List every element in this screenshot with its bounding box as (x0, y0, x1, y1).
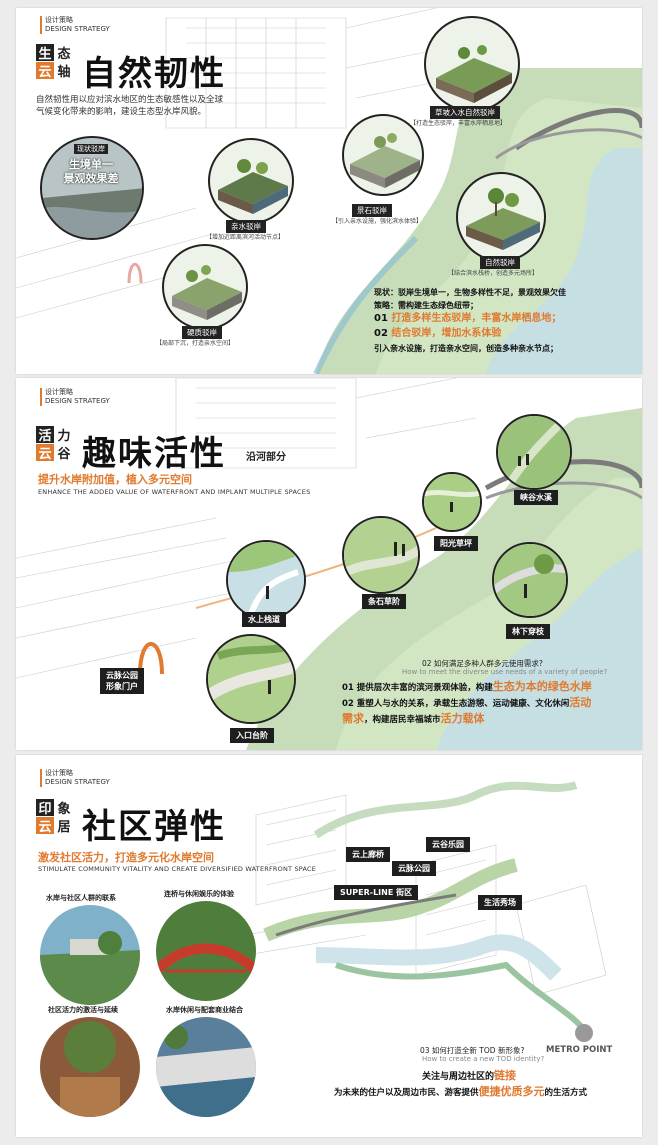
strategy-text: 策略：需构建生态绿色纽带； (374, 301, 478, 310)
answer-line-1: 01 提供层次丰富的滨河景观体验，构建生态为本的绿色水岸 (342, 680, 592, 693)
circle-title-3: 社区活力的激活与延续 (48, 1006, 118, 1014)
photo-waterfront-community (40, 905, 140, 1005)
label-sunny-lawn: 阳光草坪 (434, 536, 478, 551)
label-hard-bank: 硬质驳岸 (182, 326, 222, 339)
bubble-sunny-lawn (422, 472, 482, 532)
circle-title-1: 水岸与社区人群的联系 (46, 894, 116, 902)
circle-title-2: 连桥与休闲娱乐的体验 (164, 890, 234, 898)
bubble-stone-steps (342, 516, 420, 594)
place-cloud-bridge: 云上廊桥 (346, 847, 390, 862)
design-strategy-header: 设计策略 DESIGN STRATEGY (40, 16, 110, 34)
place-life-show: 生活秀场 (478, 895, 522, 910)
strategy-item-02: 02 结合驳岸，增加水系体验 (374, 328, 502, 339)
status-text: 现状：驳岸生境单一，生物多样性不足，景观效果欠佳 (374, 288, 566, 297)
bubble-grass-slope-bank (424, 16, 520, 112)
intro-text: 自然韧性用以应对滨水地区的生态敏感性以及全球 气候变化带来的影响，建设生态型水岸… (36, 95, 224, 117)
circle-title-4: 水岸休闲与配套商业结合 (166, 1006, 243, 1014)
subtitle-cn: 提升水岸附加值，植入多元空间 (38, 473, 192, 486)
badge-impression-residence: 印 象 云 居 (36, 799, 73, 835)
bubble-water-boardwalk (226, 540, 306, 620)
design-strategy-header: 设计策略 DESIGN STRATEGY (40, 769, 110, 787)
answer-line-2: 02 重塑人与水的关系，承载生态游憩、运动健康、文化休闲活动 (342, 696, 592, 709)
label-natural-bank: 自然驳岸 (480, 256, 520, 269)
bubble-forest-shuttle (492, 542, 568, 618)
bubble-hard-bank (162, 244, 248, 330)
label-water-boardwalk: 水上栈道 (242, 612, 286, 627)
current-bank-tag: 现状驳岸 (74, 144, 108, 154)
panel-fun-vitality: 设计策略 DESIGN STRATEGY 活 力 云 谷 趣味活性 沿河部分 提… (16, 378, 642, 750)
subtitle-en: ENHANCE THE ADDED VALUE OF WATERFRONT AN… (38, 488, 311, 496)
metro-point-label: METRO POINT (546, 1045, 613, 1055)
strategy-item-01: 01 打造多样生态驳岸，丰富水岸栖息地； (374, 313, 562, 324)
section-title: 趣味活性 (82, 434, 226, 474)
caption-rock-bank: 【引入亲水设施，强化滨水体验】 (332, 218, 423, 225)
panel-community-resilience: 设计策略 DESIGN STRATEGY 印 象 云 居 社区弹性 激发社区活力… (16, 755, 642, 1137)
label-canyon-stream: 峡谷水溪 (514, 490, 558, 505)
question-cn: 03 如何打造全新 TOD 新形象? (420, 1046, 525, 1055)
section-title-suffix: 沿河部分 (246, 452, 286, 463)
caption-waterfront-bank: 【增加近距离滨河活动节点】 (206, 234, 285, 241)
section-title: 社区弹性 (82, 807, 226, 847)
badge-vitality-valley: 活 力 云 谷 (36, 426, 73, 462)
current-bank-caption: 生境单一 景观效果差 (63, 158, 119, 185)
panel-natural-resilience: 设计策略 DESIGN STRATEGY 生 态 云 轴 自然韧性 自然韧性用以… (16, 8, 642, 374)
bubble-canyon-stream (496, 414, 572, 490)
label-park-gateway: 云脉公园 形象门户 (100, 668, 144, 694)
label-stone-steps: 条石草阶 (362, 594, 406, 609)
bubble-waterfront-bank (208, 138, 294, 224)
question-cn: 02 如何满足多种人群多元使用需求? (422, 659, 543, 668)
section-title: 自然韧性 (82, 54, 226, 94)
question-en: How to create a new TOD identity? (422, 1055, 545, 1063)
place-cloud-park: 云脉公园 (392, 861, 436, 876)
bubble-natural-bank (456, 172, 546, 262)
bubble-entrance-steps (206, 634, 296, 724)
caption-hard-bank: 【局部下沉，打造亲水空间】 (156, 340, 235, 347)
place-cloud-valley: 云谷乐园 (426, 837, 470, 852)
label-forest-shuttle: 林下穿枝 (506, 624, 550, 639)
design-strategy-header: 设计策略 DESIGN STRATEGY (40, 388, 110, 406)
photo-community-vitality (40, 1017, 140, 1117)
bubble-rock-bank (342, 114, 424, 196)
answer-line-2: 为未来的住户以及周边市民、游客提供便捷优质多元的生活方式 (334, 1085, 588, 1098)
label-entrance-steps: 入口台阶 (230, 728, 274, 743)
answer-line-3: 需求，构建居民幸福城市活力载体 (342, 712, 485, 725)
caption-grass-slope-bank: 【打造生态驳岸，丰富水岸栖息地】 (410, 120, 507, 127)
label-waterfront-bank: 亲水驳岸 (226, 220, 266, 233)
question-en: How to meet the diverse use needs of a v… (402, 668, 608, 676)
photo-waterfront-commerce (156, 1017, 256, 1117)
caption-natural-bank: 【结合滨水栈桥，创造多元场所】 (448, 270, 539, 277)
photo-bridge-leisure (156, 901, 256, 1001)
subtitle-en: STIMULATE COMMUNITY VITALITY AND CREATE … (38, 865, 317, 873)
label-rock-bank: 景石驳岸 (352, 204, 392, 217)
badge-eco-axis: 生 态 云 轴 (36, 44, 73, 80)
subtitle-cn: 激发社区活力，打造多元化水岸空间 (38, 851, 214, 864)
site-plan-background (245, 781, 607, 1042)
label-grass-slope-bank: 草坡入水自然驳岸 (430, 106, 500, 119)
place-super-line: SUPER-LINE 街区 (334, 885, 419, 900)
strategy-detail: 引入亲水设施，打造亲水空间，创造多种亲水节点； (374, 344, 558, 353)
answer-line-1: 关注与周边社区的链接 (422, 1069, 517, 1082)
